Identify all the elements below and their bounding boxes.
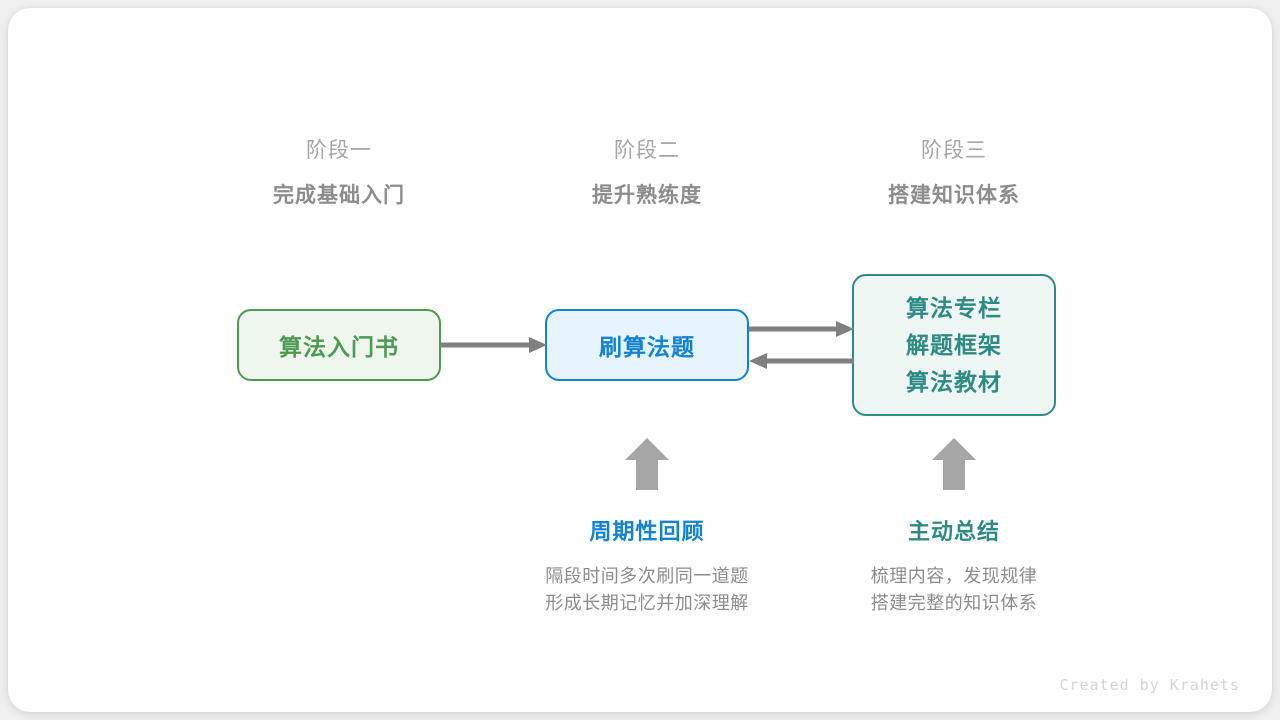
note-body-line-2: 搭建完整的知识体系	[870, 593, 1038, 613]
watermark-credit: Created by Krahets	[1059, 676, 1240, 694]
node-algorithm-intro-book[interactable]: 算法入门书	[237, 309, 441, 381]
connector-practice-to-resources	[749, 321, 854, 337]
stage-header-3: 阶段三 搭建知识体系	[824, 136, 1084, 211]
connector-resources-to-practice	[749, 353, 854, 369]
stage-title-2: 提升熟练度	[592, 184, 702, 207]
stage-header-2: 阶段二 提升熟练度	[517, 136, 777, 211]
stage-label-3: 阶段三	[921, 139, 987, 162]
node-label-line-2: 解题框架	[906, 331, 1002, 358]
stage-label-1: 阶段一	[306, 139, 372, 162]
note-body: 隔段时间多次刷同一道题 形成长期记忆并加深理解	[497, 563, 797, 617]
note-periodic-review: 周期性回顾 隔段时间多次刷同一道题 形成长期记忆并加深理解	[497, 517, 797, 617]
note-title: 周期性回顾	[589, 519, 705, 544]
node-learning-resources[interactable]: 算法专栏 解题框架 算法教材	[852, 274, 1056, 416]
stage-title-1: 完成基础入门	[273, 184, 405, 207]
node-label: 刷算法题	[599, 334, 695, 360]
diagram-card: 阶段一 完成基础入门 阶段二 提升熟练度 阶段三 搭建知识体系 算法入门书 刷算…	[8, 8, 1272, 712]
note-body: 梳理内容，发现规律 搭建完整的知识体系	[804, 563, 1104, 617]
arrow-right-icon	[529, 337, 547, 353]
node-practice-problems[interactable]: 刷算法题	[545, 309, 749, 381]
note-body-line-1: 隔段时间多次刷同一道题	[545, 566, 749, 586]
arrow-up-icon-summary	[932, 438, 976, 490]
arrow-left-icon	[749, 353, 767, 369]
arrow-up-icon-review	[625, 438, 669, 490]
stage-label-2: 阶段二	[614, 139, 680, 162]
node-label-line-1: 算法专栏	[906, 294, 1002, 321]
note-active-summary: 主动总结 梳理内容，发现规律 搭建完整的知识体系	[804, 517, 1104, 617]
node-label: 算法入门书	[279, 334, 399, 360]
connector-book-to-practice	[441, 337, 547, 353]
stage-title-3: 搭建知识体系	[888, 184, 1020, 207]
note-body-line-2: 形成长期记忆并加深理解	[545, 593, 749, 613]
note-body-line-1: 梳理内容，发现规律	[870, 566, 1038, 586]
arrow-right-icon	[836, 321, 854, 337]
note-title: 主动总结	[907, 519, 1000, 544]
stage-header-1: 阶段一 完成基础入门	[209, 136, 469, 211]
node-label-line-3: 算法教材	[906, 368, 1002, 395]
